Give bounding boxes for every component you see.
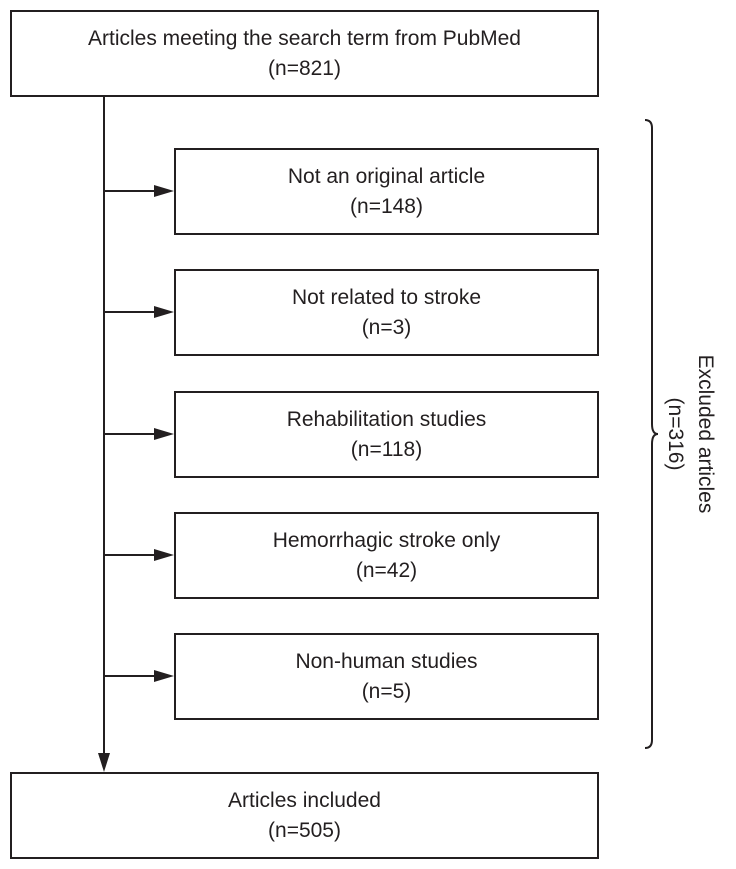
excluded-box-title: Not an original article [287, 164, 486, 188]
excluded-total-title: Excluded articles [694, 354, 717, 514]
search-results-count: (n=821) [268, 56, 341, 80]
excluded-box-hemorrhagic: Hemorrhagic stroke only (n=42) [174, 512, 599, 599]
excluded-box-non-human: Non-human studies (n=5) [174, 633, 599, 720]
excluded-box-title: Rehabilitation studies [286, 407, 487, 431]
excluded-total-count: (n=316) [664, 397, 687, 471]
included-articles-box: Articles included (n=505) [10, 772, 599, 859]
excluded-box-title: Non-human studies [295, 649, 478, 673]
excluded-box-title: Hemorrhagic stroke only [272, 528, 501, 552]
branch-arrow-2 [104, 428, 174, 440]
branch-arrow-0 [104, 185, 174, 197]
excluded-box-not-original: Not an original article (n=148) [174, 148, 599, 235]
search-results-title: Articles meeting the search term from Pu… [87, 26, 521, 50]
branch-arrow-3 [104, 549, 174, 561]
included-count: (n=505) [268, 818, 341, 842]
excluded-box-count: (n=3) [361, 315, 412, 339]
excluded-box-count: (n=42) [355, 558, 418, 582]
main-flow-arrowhead [98, 753, 110, 772]
branch-arrow-1 [104, 306, 174, 318]
excluded-bracket [644, 119, 659, 749]
excluded-box-title: Not related to stroke [291, 285, 482, 309]
search-results-box: Articles meeting the search term from Pu… [10, 10, 599, 97]
branch-arrow-4 [104, 670, 174, 682]
excluded-box-count: (n=118) [350, 437, 423, 461]
excluded-box-count: (n=5) [361, 679, 412, 703]
excluded-box-rehabilitation: Rehabilitation studies (n=118) [174, 391, 599, 478]
excluded-box-not-stroke: Not related to stroke (n=3) [174, 269, 599, 356]
excluded-box-count: (n=148) [350, 194, 423, 218]
included-title: Articles included [228, 788, 381, 812]
